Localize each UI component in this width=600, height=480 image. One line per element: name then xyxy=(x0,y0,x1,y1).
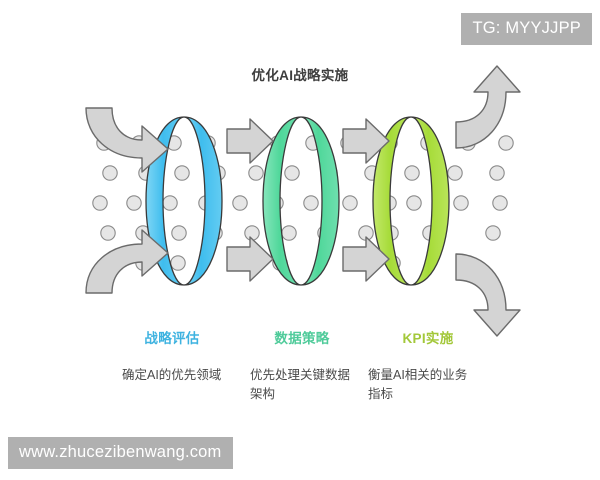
stage-description-kpi: 衡量AI相关的业务指标 xyxy=(368,368,468,402)
arrow-between-2-bottom-icon xyxy=(342,236,390,282)
dot xyxy=(248,165,264,181)
arrow-out-top-icon xyxy=(455,65,521,149)
dot xyxy=(281,225,297,241)
dot xyxy=(102,165,118,181)
dot xyxy=(303,195,319,211)
dot xyxy=(489,165,505,181)
dot xyxy=(447,165,463,181)
arrow-in-bottom-icon xyxy=(85,229,169,294)
arrow-between-2-top-icon xyxy=(342,118,390,164)
stage-heading-kpi: KPI实施 xyxy=(402,331,454,346)
dot xyxy=(126,195,142,211)
dot xyxy=(174,165,190,181)
arrow-in-top-icon xyxy=(85,107,169,173)
filter-ring-data xyxy=(262,116,340,286)
dot xyxy=(170,255,186,271)
dot xyxy=(284,165,300,181)
dot xyxy=(498,135,514,151)
dot xyxy=(162,195,178,211)
dot xyxy=(492,195,508,211)
stage-heading-strategy: 战略评估 xyxy=(144,331,200,346)
filter-ring-kpi xyxy=(372,116,450,286)
stage-heading-data: 数据策略 xyxy=(274,331,330,346)
stage-description-strategy: 确定AI的优先领域 xyxy=(122,368,222,382)
dot xyxy=(404,165,420,181)
dot xyxy=(92,195,108,211)
dot xyxy=(485,225,501,241)
dot xyxy=(406,195,422,211)
dot xyxy=(100,225,116,241)
site-watermark-badge: www.zhucezibenwang.com xyxy=(8,437,233,469)
dot xyxy=(232,195,248,211)
dot xyxy=(171,225,187,241)
dot xyxy=(342,195,358,211)
arrow-out-bottom-icon xyxy=(455,253,521,337)
arrow-group xyxy=(85,65,521,337)
page-title: 优化AI战略实施 xyxy=(251,68,349,83)
dot xyxy=(453,195,469,211)
arrow-between-1-bottom-icon xyxy=(226,236,274,282)
telegram-watermark-badge: TG: MYYJJPP xyxy=(461,13,592,45)
stage-description-data: 优先处理关键数据架构 xyxy=(250,368,351,402)
arrow-between-1-top-icon xyxy=(226,118,274,164)
